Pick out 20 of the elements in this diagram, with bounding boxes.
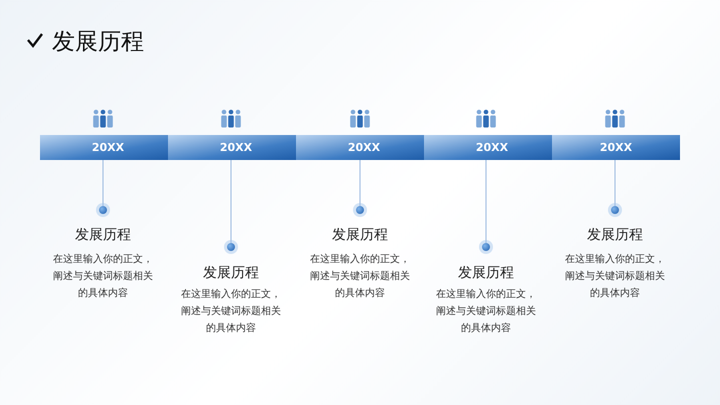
connector-line: [102, 160, 104, 206]
milestone-description: 在这里输入你的正文，阐述与关键词标题相关的具体内容: [309, 252, 411, 301]
timeline-dot: [227, 243, 235, 251]
milestone-description: 在这里输入你的正文，阐述与关键词标题相关的具体内容: [52, 252, 154, 301]
milestone-description: 在这里输入你的正文，阐述与关键词标题相关的具体内容: [435, 288, 537, 336]
milestone-heading: 发展历程: [74, 226, 132, 244]
timeline-dot: [99, 206, 107, 214]
connector-line: [230, 160, 232, 244]
timeline-dot: [356, 206, 364, 214]
milestone-heading: 发展历程: [586, 226, 644, 244]
milestone-description: 在这里输入你的正文，阐述与关键词标题相关的具体内容: [564, 252, 666, 301]
milestone-heading: 发展历程: [202, 264, 260, 282]
milestone-heading: 发展历程: [457, 264, 515, 282]
timeline-segment: 20XX: [552, 135, 680, 160]
milestone-heading: 发展历程: [331, 226, 389, 244]
timeline-dot: [611, 206, 619, 214]
timeline-dot: [482, 243, 490, 251]
page-title: 发展历程: [52, 28, 144, 57]
connector-line: [614, 160, 616, 206]
milestone-description: 在这里输入你的正文，阐述与关键词标题相关的具体内容: [180, 288, 282, 336]
